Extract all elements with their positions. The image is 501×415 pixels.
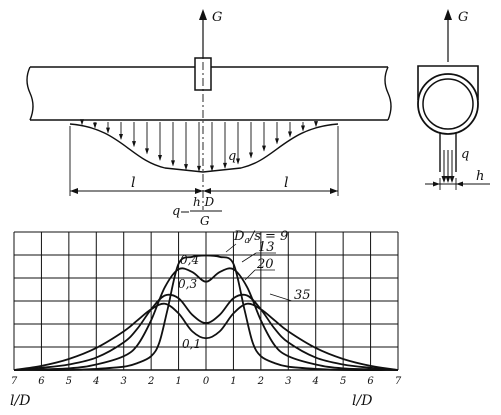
- pipe-left-break: [26, 66, 34, 121]
- span-arrow-r1: [203, 188, 211, 194]
- annotation-0-4: 0,4: [180, 253, 199, 267]
- cs-h-arrows: [433, 181, 463, 187]
- span-label-right: l: [284, 175, 288, 191]
- load-arrow-head: [197, 165, 201, 172]
- pipe-cross-section: G q h: [417, 9, 490, 190]
- chart-x-ticks: 7 6 5 4 3 2 1 0 1 2 3 4 5 6 7: [11, 376, 402, 387]
- chart-grid: [13, 231, 399, 371]
- formula-denominator: G: [200, 214, 210, 228]
- x-tick-label: 3: [121, 376, 127, 387]
- x-tick-label: 6: [38, 376, 45, 387]
- load-arrow-head: [249, 152, 253, 159]
- load-arrow-head: [93, 122, 97, 129]
- curve-label-35-underline: [269, 293, 312, 302]
- curve-label-20: 20: [256, 257, 274, 272]
- pipe-right-break: [384, 66, 392, 121]
- load-arrow-head: [119, 134, 123, 141]
- cs-load-label: q: [461, 147, 469, 162]
- x-tick-label: 0: [203, 376, 210, 387]
- curve-label-13-underline: [241, 252, 276, 263]
- load-arrow-head: [171, 160, 175, 167]
- x-tick-label: 6: [367, 376, 374, 387]
- legend-label: Da/s = 9: [233, 229, 288, 246]
- formula: q h D G: [172, 195, 222, 228]
- x-tick-label: 3: [285, 376, 291, 387]
- formula-numerator: h D: [193, 195, 215, 209]
- load-arrow-head: [223, 162, 227, 169]
- legend-suffix: /s = 9: [248, 229, 288, 244]
- x-tick-label: 2: [257, 376, 264, 387]
- cs-clamp: [417, 65, 479, 100]
- span-arrow-l1: [70, 188, 78, 194]
- span-dimension: l l: [69, 126, 339, 196]
- cs-pipe-inner: [422, 78, 474, 130]
- force-arrow-head: [199, 9, 207, 20]
- curve-label-20-underline: [244, 269, 275, 281]
- force-label-top: G: [212, 10, 222, 25]
- load-arrow-head: [275, 138, 279, 145]
- x-tick-label: 4: [92, 376, 99, 387]
- annotation-0-3: 0,3: [178, 277, 197, 291]
- chart: 7 6 5 4 3 2 1 0 1 2 3 4 5 6 7 Da/s = 9 13 20 35 0,4 0,…: [10, 229, 402, 409]
- series-line-9: [13, 254, 399, 371]
- x-tick-label: 1: [175, 376, 181, 387]
- load-arrow-head: [145, 148, 149, 155]
- x-tick-label: 5: [340, 376, 346, 387]
- load-arrow-head: [80, 119, 84, 126]
- span-arrow-l2: [195, 188, 203, 194]
- span-arrow-r2: [330, 188, 338, 194]
- load-arrow-head: [106, 127, 110, 134]
- curve-label-13: 13: [258, 240, 275, 255]
- cs-force-head: [444, 9, 452, 20]
- x-tick-label: 2: [147, 376, 154, 387]
- load-arrow-head: [132, 141, 136, 148]
- legend-prefix: D: [233, 229, 245, 244]
- annotation-0-1: 0,1: [182, 337, 201, 351]
- load-arrow-head: [262, 145, 266, 152]
- legend-leader: [225, 243, 237, 253]
- span-label-left: l: [131, 175, 135, 191]
- x-label-left: l/D: [10, 393, 30, 409]
- x-tick-label: 7: [395, 376, 402, 387]
- pipe-side-view: G: [26, 9, 392, 210]
- load-label-top: q: [228, 149, 236, 164]
- series-line-35: [13, 302, 399, 371]
- load-arrow-head: [236, 158, 240, 165]
- legend-sub: a: [244, 236, 249, 246]
- x-tick-label: 1: [230, 376, 236, 387]
- series-line-20: [13, 293, 399, 371]
- cs-force-label: G: [458, 10, 468, 25]
- x-tick-label: 4: [312, 376, 319, 387]
- load-arrow-head: [210, 165, 214, 172]
- load-arrow-head: [314, 121, 318, 128]
- x-tick-label: 7: [11, 376, 18, 387]
- load-arrow-head: [288, 131, 292, 138]
- x-label-right: l/D: [352, 393, 372, 409]
- series-line-13: [13, 267, 399, 371]
- load-arrows: [80, 119, 318, 172]
- load-distribution: q: [69, 119, 339, 173]
- chart-series: [13, 254, 399, 371]
- curve-label-35: 35: [294, 288, 311, 303]
- cs-q-heads: [441, 176, 455, 183]
- load-arrow-head: [184, 164, 188, 171]
- formula-lhs: q: [172, 204, 180, 219]
- x-tick-label: 5: [66, 376, 72, 387]
- load-arrow-head: [158, 154, 162, 161]
- load-arrow-head: [301, 125, 305, 132]
- cs-height-label: h: [476, 169, 484, 184]
- load-envelope: [69, 123, 339, 173]
